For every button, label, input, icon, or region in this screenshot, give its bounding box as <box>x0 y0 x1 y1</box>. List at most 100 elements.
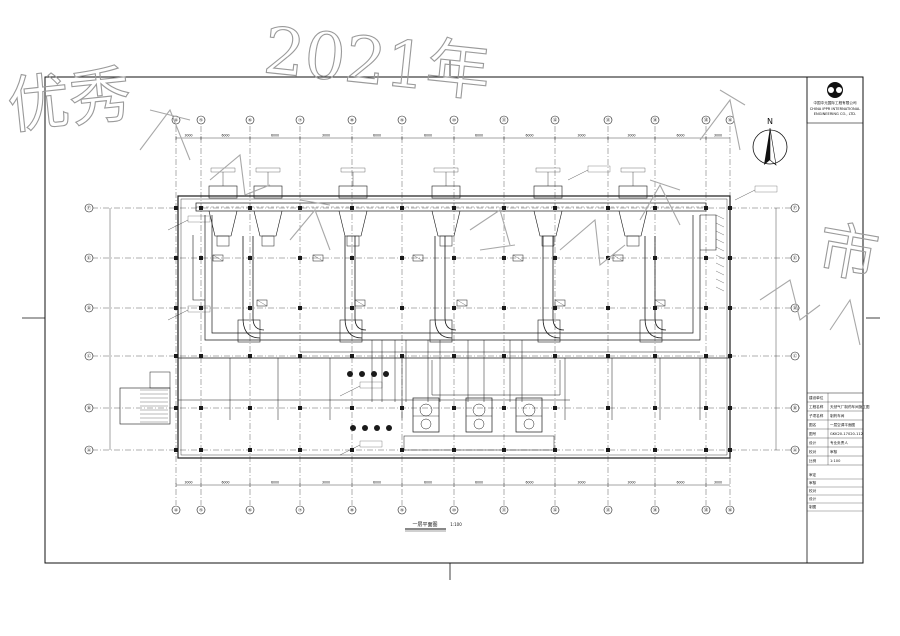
grid-label-column: ⑦ <box>298 508 302 514</box>
dimension-value: 6000 <box>271 134 279 138</box>
structural-column <box>606 354 610 358</box>
structural-column <box>248 206 252 210</box>
structural-column <box>553 256 557 260</box>
structural-column <box>704 354 708 358</box>
structural-column <box>502 406 506 410</box>
structural-column <box>606 256 610 260</box>
grid-bubble-column <box>650 505 660 515</box>
structural-column <box>199 206 203 210</box>
note-label-box <box>754 185 778 193</box>
grid-bubble-row <box>790 351 800 361</box>
grid-label-column: ⑯ <box>728 117 733 124</box>
dimension-value: 6000 <box>424 134 432 138</box>
structural-column <box>174 306 178 310</box>
duct-elbow-box <box>639 319 663 343</box>
grid-bubble-row <box>84 203 94 213</box>
air-diffuser <box>512 254 524 262</box>
hood-box <box>626 235 640 247</box>
grid-label-row: Ⓕ <box>87 205 92 212</box>
structural-column <box>704 406 708 410</box>
hood-box <box>346 235 360 247</box>
structural-column <box>704 448 708 452</box>
wall-hatch <box>715 254 725 260</box>
structural-column <box>199 448 203 452</box>
air-diffuser <box>456 299 468 307</box>
dimension-value: 3000 <box>714 481 722 485</box>
air-diffuser <box>354 299 366 307</box>
grid-bubble-row <box>790 403 800 413</box>
grid-label-column: ⑭ <box>653 507 658 514</box>
title-block: 中国中元国际工程有限公司 CHINA IPPR INTERNATIONAL EN… <box>806 76 870 563</box>
structural-column <box>553 406 557 410</box>
wall-hatch <box>715 246 725 252</box>
grid-label-row: Ⓓ <box>87 305 92 312</box>
structural-column <box>248 448 252 452</box>
dimension-value: 6000 <box>676 481 684 485</box>
vertical-duct-drop-inner <box>552 236 565 331</box>
grid-label-row: Ⓔ <box>793 255 798 262</box>
structural-column <box>400 206 404 210</box>
structural-column <box>400 256 404 260</box>
grid-bubble-row <box>84 351 94 361</box>
pump-symbol <box>362 425 368 431</box>
wall-hatch <box>715 278 725 284</box>
structural-column <box>553 306 557 310</box>
note-label-box <box>359 381 383 389</box>
pump-symbol <box>359 371 365 377</box>
structural-column <box>174 406 178 410</box>
dimension-value: 3000 <box>627 134 635 138</box>
note-leader <box>339 444 361 456</box>
structural-column <box>653 448 657 452</box>
dimension-value: 6000 <box>475 134 483 138</box>
grid-bubble-column <box>449 505 459 515</box>
company-name-cn: 中国中元国际工程有限公司 <box>813 100 857 105</box>
left-branch-duct <box>192 235 205 301</box>
title-block-field-value: 专业负责人 <box>830 440 848 445</box>
grid-label-row: Ⓑ <box>793 405 798 412</box>
sign-row-label: 设计 <box>809 496 817 501</box>
grid-label-row: Ⓔ <box>87 255 92 262</box>
company-name-en-1: CHINA IPPR INTERNATIONAL <box>810 107 860 111</box>
structural-column <box>606 306 610 310</box>
grid-label-column: ⑤ <box>199 508 203 514</box>
grid-bubble-column <box>499 115 509 125</box>
air-diffuser <box>554 299 566 307</box>
structural-column <box>298 406 302 410</box>
dimension-value: 3000 <box>184 134 192 138</box>
structural-column <box>248 406 252 410</box>
exterior-wall <box>177 195 731 459</box>
structural-column <box>502 256 506 260</box>
air-diffuser <box>256 299 268 307</box>
grid-label-column: ④ <box>174 508 178 514</box>
structural-column <box>298 306 302 310</box>
sign-row-label: 审核 <box>809 480 817 485</box>
note-label-box <box>587 165 611 173</box>
structural-column <box>553 354 557 358</box>
dimension-value: 6000 <box>373 481 381 485</box>
structural-column <box>653 354 657 358</box>
note-label-box <box>187 215 211 223</box>
grid-label-row: Ⓐ <box>87 447 92 454</box>
structural-column <box>452 256 456 260</box>
sign-row-label: 制图 <box>809 504 817 509</box>
grid-bubble-column <box>397 505 407 515</box>
diffuser-cross <box>256 299 268 307</box>
company-logo <box>827 82 843 98</box>
structural-column <box>248 256 252 260</box>
diffuser-cross <box>654 299 666 307</box>
air-diffuser <box>212 254 224 262</box>
air-duct-network <box>192 167 717 402</box>
vertical-duct-drop-inner <box>654 236 667 331</box>
structural-column <box>350 354 354 358</box>
structural-column <box>400 354 404 358</box>
grid-bubble-row <box>84 445 94 455</box>
fan-symbol <box>420 418 432 430</box>
structural-column <box>728 256 732 260</box>
north-arrow: N <box>752 117 788 166</box>
title-block-field-label: 图名 <box>809 422 817 427</box>
note-leader <box>567 169 589 181</box>
structural-column <box>728 448 732 452</box>
duct-elbow-box <box>537 319 561 343</box>
note-leader <box>339 385 361 397</box>
